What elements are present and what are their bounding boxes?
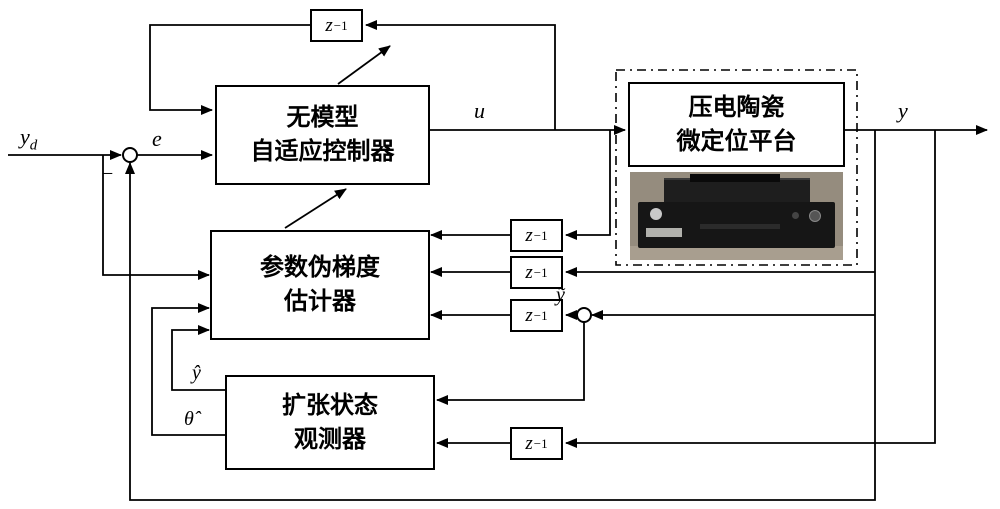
photo-dial-small [792,212,799,219]
label-yhat: ŷ [192,362,201,385]
delay-exp: −1 [534,436,548,452]
estimator-label-line1: 参数伪梯度 [260,251,380,285]
delay-z: z [525,225,532,247]
controller-block: 无模型 自适应控制器 [215,85,430,185]
delay-z: z [525,262,532,284]
yd-to-estimator-line [103,155,209,275]
label-y: y [898,98,908,124]
delay-exp: −1 [534,265,548,281]
plant-block: 压电陶瓷 微定位平台 [628,82,845,167]
photo-logo-mark [650,208,662,220]
plant-label-line1: 压电陶瓷 [689,91,785,125]
label-yd-base: y [20,124,30,149]
controller-label-line2: 自适应控制器 [251,135,395,169]
photo-label-sticker [646,228,682,237]
label-thetahat: θ̂ [184,408,194,431]
observer-label-line1: 扩张状态 [282,389,378,423]
plant-photo [630,172,843,260]
delay-exp: −1 [334,18,348,34]
summing-junction-error [123,148,137,162]
label-yd: yd [20,124,37,154]
delay-bottom-block: z−1 [510,427,563,460]
delay-exp: −1 [534,228,548,244]
delay-exp: −1 [534,308,548,324]
plant-label-line2: 微定位平台 [677,125,797,159]
controller-label-line1: 无模型 [287,101,359,135]
delay-z: z [525,433,532,455]
photo-floor [630,246,843,260]
delay-1-block: z−1 [510,219,563,252]
ytilde-to-observer-line [437,322,584,400]
photo-dial-large [809,210,821,222]
label-yd-sub: d [30,137,38,153]
estimator-label-line2: 估计器 [284,285,356,319]
summing-junction-ytilde [577,308,591,322]
observer-label-line2: 观测器 [294,423,366,457]
estimator-block: 参数伪梯度 估计器 [210,230,430,340]
adaptive-arrow [338,46,390,84]
delay-z: z [525,305,532,327]
label-ytilde: ỹ [556,284,565,307]
label-minus: − [102,163,113,186]
delay-top-block: z−1 [310,9,363,42]
photo-slot [700,224,780,229]
delay-z: z [325,15,332,37]
photo-plate-top [690,174,780,182]
label-e: e [152,126,162,152]
label-u: u [474,98,485,124]
u-to-delay1-line [566,130,610,235]
estimator-to-controller-line [285,189,346,228]
observer-block: 扩张状态 观测器 [225,375,435,470]
